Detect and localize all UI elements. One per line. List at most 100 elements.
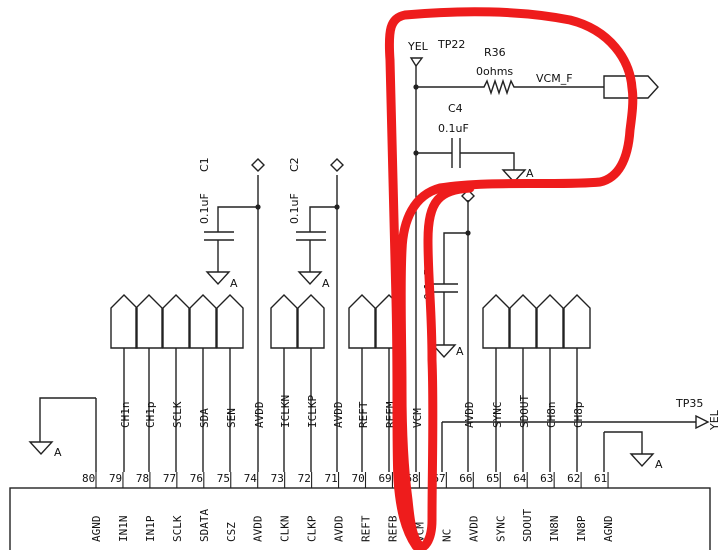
ground-label: A [230,277,238,290]
pin-number: 78 [136,472,149,485]
pin-number: 77 [163,472,176,485]
connector-shape [216,294,244,349]
pin-name: IN8P [575,515,588,542]
pin-number: 76 [190,472,203,485]
ground-label: A [54,446,62,459]
connector-label: SYNC [491,402,504,429]
connector-label: REFT [357,401,370,428]
vcm-network: YEL TP22 R36 0ohms VCM_F C4 0.1uF A [407,38,659,472]
connector-label: ICLKN [279,395,292,428]
pin-name: IN1N [117,516,130,543]
connector-shape [297,294,325,349]
pin-number: 80 [82,472,95,485]
vcm-f-label: VCM_F [536,72,573,85]
pin-name: IN1P [144,515,157,542]
pin-name: NC [440,529,453,542]
pin-number: 69 [378,472,391,485]
connector-shape [482,294,510,349]
pin-number: 65 [486,472,499,485]
connector-shape [536,294,564,349]
pin-name: IN8N [548,516,561,543]
pin-number: 79 [109,472,122,485]
connector-label: CH8n [545,402,558,429]
connector-shape [135,294,163,349]
c4-ref: C4 [448,102,463,115]
connector-label: CH8p [572,402,585,429]
connector-shape [110,294,138,349]
pin-name: CLKN [279,516,292,543]
pin-number: 72 [298,472,311,485]
pin-name: CLKP [306,515,319,542]
ic-pins: 80AGND79IN1N78IN1P77SCLK76SDATA75CSZ74AV… [82,472,615,542]
pin-number: 63 [540,472,553,485]
pin-number: 71 [325,472,338,485]
ic-body [9,487,711,550]
red-highlight-annotation [384,7,638,550]
tp22-label: TP22 [437,38,465,51]
connector-label: AVDD [332,402,345,429]
c1-value: 0.1uF [198,193,211,224]
connector-shape [189,294,217,349]
agnd-right-ground: A [603,431,663,472]
pin-number: 75 [217,472,230,485]
tp35-network: TP35 YEL [441,397,721,472]
pin-number: 61 [594,472,607,485]
r36-ref: R36 [484,46,506,59]
ground-label: A [526,167,534,180]
pin-number: 64 [513,472,527,485]
pin-name: SDOUT [521,509,534,542]
r36-value: 0ohms [476,65,513,78]
connector-label: AVDD [463,402,476,429]
c2-ref: C2 [288,157,301,172]
pin-name: AVDD [467,516,480,543]
connector-label: SDOUT [518,395,531,428]
connector-label: ICLKP [306,395,319,428]
pin-name: SDATA [198,509,211,542]
connector-shape [348,294,376,349]
connector-shape [563,294,591,349]
connector-label: VCM [411,408,424,428]
pin-number: 62 [567,472,580,485]
tp35-label: TP35 [675,397,703,410]
tp22-color: YEL [407,40,429,53]
pin-number: 70 [352,472,365,485]
pin-name: AGND [602,516,615,543]
connector-group: CH1n CH1p SCLK SDA SEN AVDD ICLKN ICLKP AVDD REFT… [110,294,591,472]
pin-name: AVDD [333,516,346,543]
pin-number: 66 [459,472,472,485]
connector-label: CH1p [144,402,157,429]
pin-number: 74 [244,472,258,485]
connector-shape [509,294,537,349]
connector-shape [162,294,190,349]
pin-name: REFT [360,515,373,542]
pin-name: REFB [386,515,399,542]
tp35-color: YEL [708,409,721,431]
pin-number: 73 [271,472,284,485]
pin-name: CSZ [225,522,238,542]
connector-label: SEN [225,408,238,428]
c1-network: C1 0.1uF A [198,157,265,472]
ground-label: A [322,277,330,290]
c4-value: 0.1uF [438,122,469,135]
c2-network: C2 0.1uF A [288,157,344,472]
connector-label: SCLK [171,401,184,428]
connector-label: CH1n [119,402,132,429]
ground-label: A [655,458,663,471]
connector-label: SDA [198,408,211,428]
pin-name: AVDD [252,516,265,543]
